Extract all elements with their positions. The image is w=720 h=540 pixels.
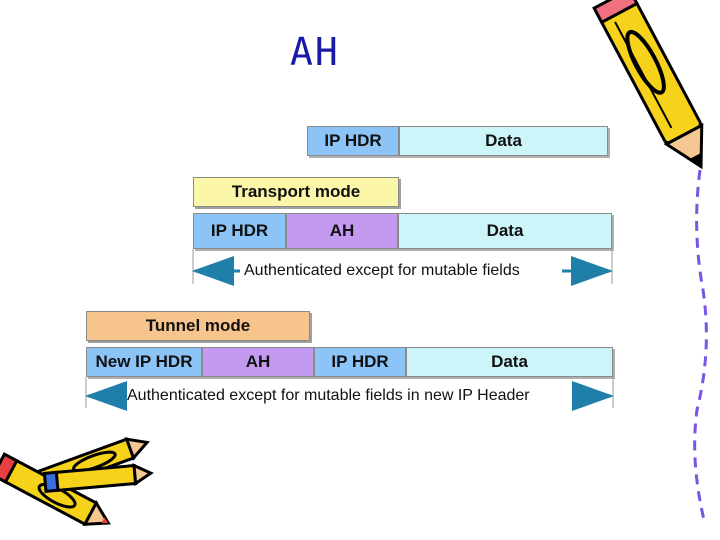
transport-mode-label: Transport mode xyxy=(193,177,399,207)
tunnel-auth-bracket xyxy=(85,377,614,411)
tunnel-mode-label: Tunnel mode xyxy=(86,311,310,341)
page-edge-decoration xyxy=(693,169,708,521)
original-ip-hdr-box: IP HDR xyxy=(307,126,399,156)
tunnel-data-box: Data xyxy=(406,347,613,377)
tunnel-auth-text: Authenticated except for mutable fields … xyxy=(127,387,530,404)
tunnel-new-ip-hdr-box: New IP HDR xyxy=(86,347,202,377)
transport-ah-box: AH xyxy=(286,213,398,249)
tunnel-ah-box: AH xyxy=(202,347,314,377)
transport-auth-text: Authenticated except for mutable fields xyxy=(244,262,520,279)
crayons-icon xyxy=(0,437,154,527)
transport-data-box: Data xyxy=(398,213,612,249)
slide-title: AH xyxy=(290,30,340,74)
pencil-icon xyxy=(592,0,704,170)
tunnel-ip-hdr-box: IP HDR xyxy=(314,347,406,377)
transport-auth-bracket xyxy=(192,249,613,286)
transport-ip-hdr-box: IP HDR xyxy=(193,213,286,249)
original-data-box: Data xyxy=(399,126,608,156)
